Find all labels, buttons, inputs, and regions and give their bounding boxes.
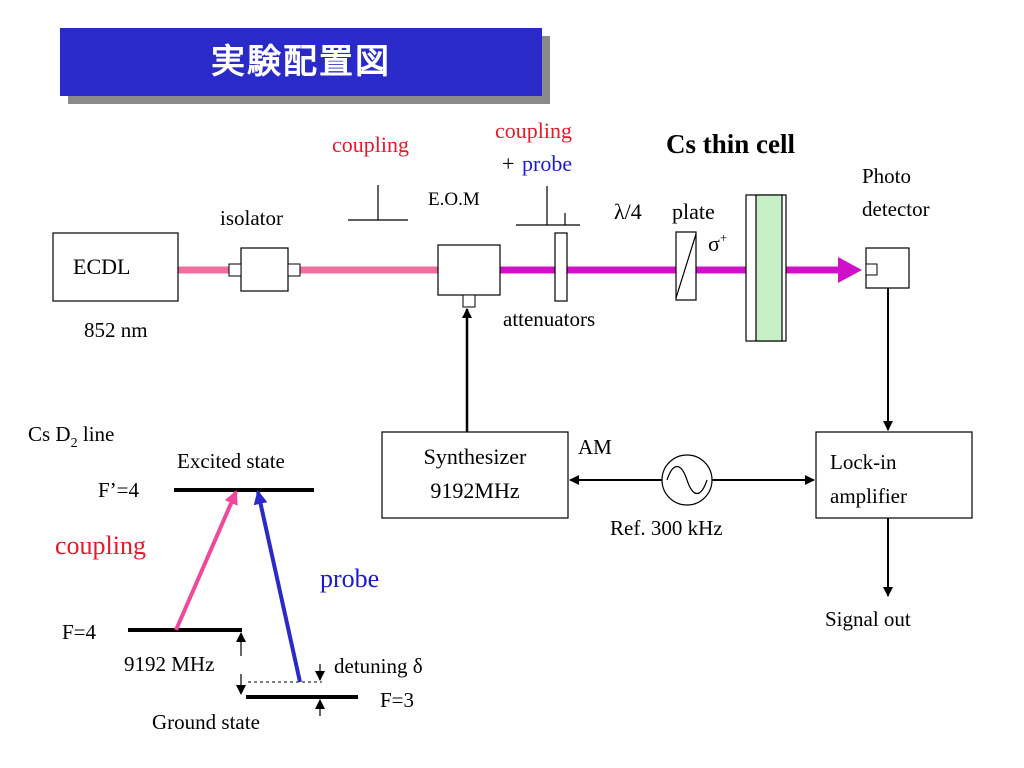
- splitting-label: 9192 MHz: [124, 652, 214, 676]
- coupling-probe-plus: +: [502, 151, 514, 176]
- isolator-box: [240, 247, 289, 292]
- isolator-port-right: [287, 263, 301, 277]
- lockin-box: [815, 431, 973, 519]
- attenuator-plate: [554, 232, 568, 302]
- detuning-label: detuning δ: [334, 654, 423, 678]
- probe-transition-label: probe: [320, 564, 379, 593]
- signal-out-label: Signal out: [825, 607, 911, 631]
- d2-line-label: Cs D2 line: [28, 422, 114, 451]
- coupling-spectrum-label: coupling: [332, 132, 409, 157]
- f3-label: F=3: [380, 688, 414, 712]
- beam-arrowhead: [838, 257, 862, 283]
- f4-label: F=4: [62, 620, 97, 644]
- lockin-label-2: amplifier: [830, 484, 907, 508]
- probe-transition-arrow: [253, 490, 302, 683]
- am-label: AM: [578, 435, 612, 459]
- lockin-label-1: Lock-in: [830, 450, 897, 474]
- plate-label: plate: [672, 199, 715, 224]
- f-prime-label: F’=4: [98, 478, 140, 502]
- sigma-symbol: σ: [708, 231, 720, 256]
- lambda-label: λ/4: [614, 199, 642, 224]
- coupling-probe-label-2: probe: [522, 151, 572, 176]
- eom-box: [437, 244, 501, 296]
- cell-vapor-layer: [755, 194, 783, 342]
- sigma-label: σ+: [708, 230, 727, 256]
- ground-state-label: Ground state: [152, 710, 260, 734]
- ecdl-label: ECDL: [73, 254, 130, 279]
- d2-prefix: Cs D: [28, 422, 71, 446]
- coupling-transition-arrow: [174, 490, 238, 631]
- cell-title: Cs thin cell: [666, 129, 796, 159]
- synthesizer-label: Synthesizer: [424, 444, 527, 469]
- sine-wave-icon: [666, 465, 708, 495]
- photodetector-port: [865, 263, 878, 276]
- detector-label: detector: [862, 197, 930, 221]
- attenuators-label: attenuators: [503, 307, 595, 331]
- wavelength-label: 852 nm: [84, 318, 148, 342]
- d2-subscript: 2: [71, 436, 78, 451]
- synthesizer-frequency: 9192MHz: [430, 478, 519, 503]
- wave-plate-axis: [675, 233, 697, 299]
- eom-label: E.O.M: [428, 189, 480, 210]
- photo-label: Photo: [862, 164, 911, 188]
- synthesizer-box: [381, 431, 569, 519]
- ref-label: Ref. 300 kHz: [610, 516, 723, 540]
- eom-port: [462, 294, 476, 308]
- coupling-transition-label: coupling: [55, 531, 146, 560]
- coupling-probe-label-1: coupling: [495, 118, 572, 143]
- excited-state-label: Excited state: [177, 449, 285, 473]
- isolator-label: isolator: [220, 206, 283, 230]
- ecdl-box: [52, 232, 179, 302]
- sigma-superscript: +: [720, 230, 727, 245]
- d2-suffix: line: [78, 422, 115, 446]
- isolator-port-left: [228, 263, 242, 277]
- page-title: 実験配置図: [60, 28, 542, 96]
